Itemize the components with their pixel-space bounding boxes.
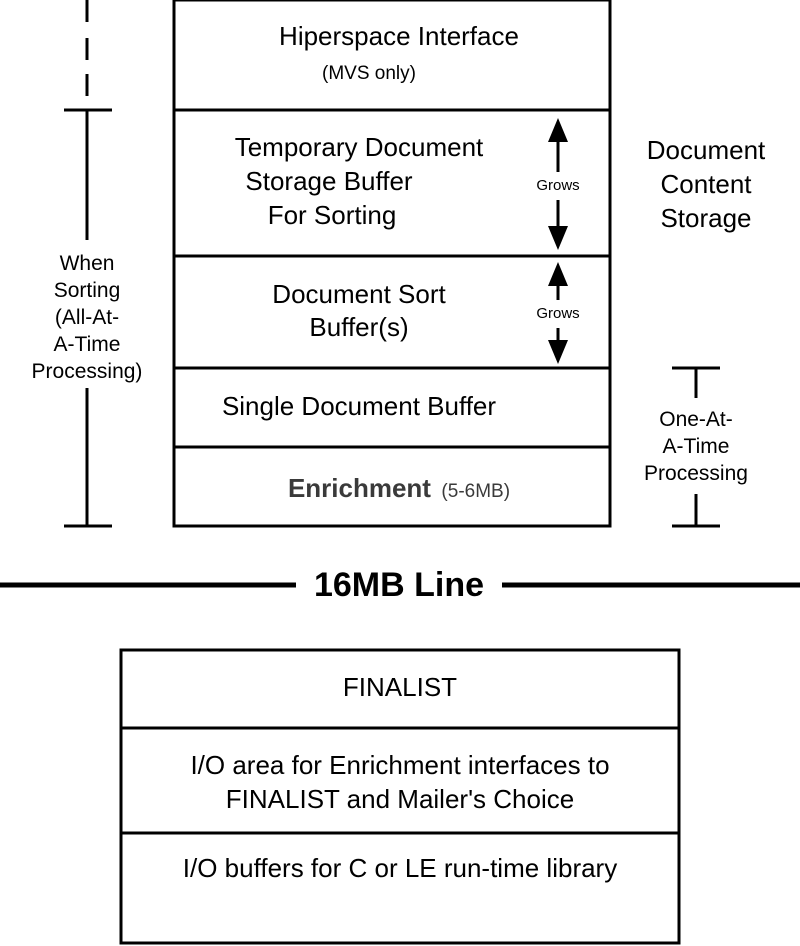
finalist-title: FINALIST	[342, 672, 458, 702]
enrichment-cell: Enrichment (5-6MB)	[174, 473, 624, 504]
document-content-storage-label: Document Content Storage	[646, 135, 766, 233]
when-sorting-label: When Sorting (All-At- A-Time Processing)	[31, 252, 143, 383]
enrichment-title: Enrichment	[287, 473, 431, 503]
hiperspace-note: (MVS only)	[322, 63, 416, 84]
sort-buffer-line: Buffer(s)	[309, 312, 409, 342]
grows-label: Grows	[536, 177, 580, 194]
grows-label: Grows	[536, 305, 580, 322]
upper-stack-frame	[172, 0, 612, 528]
double-arrow-icon	[548, 118, 568, 250]
enrichment-size: (5-6MB)	[441, 481, 511, 502]
double-arrow-icon	[548, 262, 568, 364]
temp-buffer-line: Storage Buffer	[245, 166, 413, 196]
divider-label: 16MB Line	[313, 566, 485, 604]
one-at-a-time-label: One-At- A-Time Processing	[644, 408, 748, 485]
lower-stack-frame	[119, 648, 681, 945]
sort-buffer-line: Document Sort	[272, 279, 446, 309]
left-bracket	[64, 0, 112, 528]
io-buffers-title: I/O buffers for C or LE run-time library	[182, 853, 618, 883]
right-bracket	[672, 366, 720, 528]
temp-buffer-line: For Sorting	[267, 200, 397, 230]
single-buffer-title: Single Document Buffer	[221, 391, 497, 421]
temp-buffer-line: Temporary Document	[234, 132, 484, 162]
hiperspace-title: Hiperspace Interface	[279, 21, 519, 51]
io-area-text: I/O area for Enrichment interfaces to FI…	[190, 750, 610, 814]
